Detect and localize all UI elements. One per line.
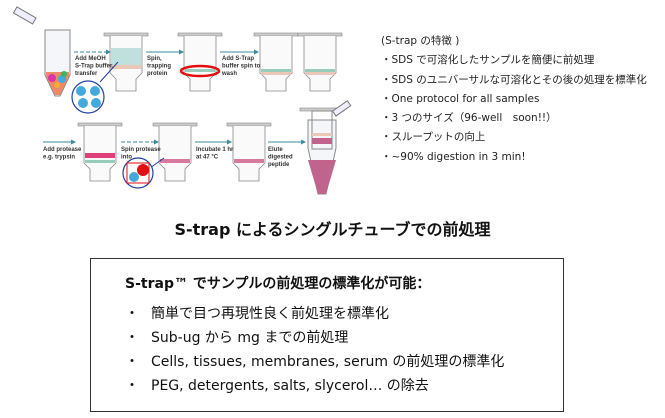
feature-item: ・SDS で可溶化したサンプルを簡便に前処理 <box>381 54 595 67</box>
spin-column-icon <box>253 32 299 92</box>
feature-item: ・3 つのサイズ（96-well soon!!） <box>381 112 557 125</box>
feature-item: ・One protocol for all samples <box>381 92 540 105</box>
summary-point: ・ Sub-ug から mg までの前処理 <box>125 327 348 347</box>
protein-bubble-icon <box>71 61 119 114</box>
feature-item: ・スループットの向上 <box>381 131 486 144</box>
summary-point-text: Sub-ug から mg までの前処理 <box>151 330 349 346</box>
slide-title: S-trap によるシングルチューブでの前処理 <box>174 220 491 239</box>
summary-point: ・ Cells, tissues, membranes, serum の前処理の標… <box>125 351 504 371</box>
summary-point: ・簡単で目つ再現性良く前処理を標準化 <box>125 303 389 323</box>
summary-box: S-trap™ でサンプルの前処理の標準化が可能： ・簡単で目つ再現性良く前処理… <box>90 258 564 412</box>
spin-column-icon <box>226 122 272 182</box>
bullet: ・ <box>125 306 139 322</box>
bullet: ・ <box>125 330 139 346</box>
feature-item: ・SDS のユニバーサルな可溶化とその後の処理を標準化 <box>381 73 647 86</box>
features-list: (S-trap の特徴 ) ・SDS で可溶化したサンプルを簡便に前処理 ・SD… <box>381 32 647 167</box>
summary-point-text: 簡単で目つ再現性良く前処理を標準化 <box>151 306 389 322</box>
spin-column-icon <box>77 122 123 182</box>
sample-tube-icon <box>12 6 71 97</box>
summary-point: ・ PEG, detergents, salts, slycerol… の除去 <box>125 375 429 395</box>
collection-tube-icon <box>299 100 352 195</box>
feature-item: ・~90% digestion in 3 min! <box>381 150 526 163</box>
summary-point-text: Cells, tissues, membranes, serum の前処理の標準… <box>151 354 505 370</box>
spin-column-icon <box>297 32 343 92</box>
spin-column-icon <box>152 122 198 182</box>
bullet: ・ <box>125 378 139 394</box>
summary-point-text: PEG, detergents, salts, slycerol… の除去 <box>151 378 429 394</box>
spin-column-icon <box>177 32 223 92</box>
bullet: ・ <box>125 354 139 370</box>
protease-bubble-icon <box>122 157 165 189</box>
summary-heading: S-trap™ でサンプルの前処理の標準化が可能： <box>125 276 431 292</box>
spin-column-icon <box>103 32 149 92</box>
features-heading: (S-trap の特徴 ) <box>381 35 460 47</box>
arrow-icon <box>43 49 306 145</box>
